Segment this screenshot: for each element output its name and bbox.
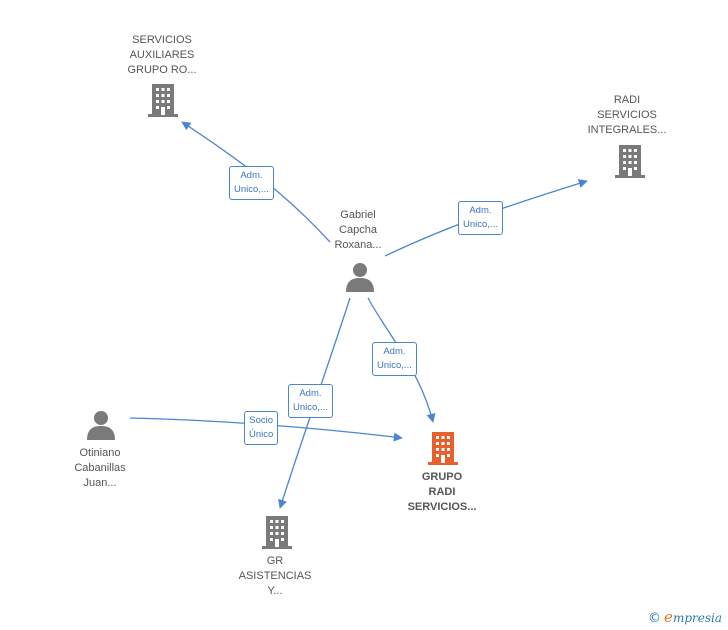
building-icon[interactable] bbox=[262, 516, 292, 549]
edge-label-adm-unico[interactable]: Adm. Unico,... bbox=[372, 342, 417, 376]
node-label-gabriel[interactable]: Gabriel Capcha Roxana... bbox=[334, 209, 382, 251]
edge-label-socio-unico[interactable]: Socio Único bbox=[244, 411, 279, 445]
edge-label-adm-unico[interactable]: Adm. Unico,... bbox=[458, 201, 503, 235]
node-label-gr-asistencias[interactable]: GR ASISTENCIAS Y... bbox=[238, 555, 312, 597]
building-icon[interactable] bbox=[148, 84, 178, 117]
person-icon[interactable] bbox=[346, 263, 374, 292]
building-icon-main[interactable] bbox=[428, 432, 458, 465]
brand-name: mpresia bbox=[672, 611, 722, 625]
node-label-grupo-radi[interactable]: GRUPO RADI SERVICIOS... bbox=[407, 471, 477, 513]
copyright-icon: © bbox=[648, 611, 662, 626]
node-label-radi-servicios-integrales[interactable]: RADI SERVICIOS INTEGRALES... bbox=[587, 94, 667, 136]
brand-letter: e bbox=[664, 608, 673, 626]
node-label-servicios-auxiliares[interactable]: SERVICIOS AUXILIARES GRUPO RO... bbox=[127, 34, 197, 76]
brand-logo: ©empresia bbox=[648, 608, 722, 626]
node-label-otiniano[interactable]: Otiniano Cabanillas Juan... bbox=[74, 447, 126, 489]
edge-label-adm-unico[interactable]: Adm. Unico,... bbox=[229, 166, 274, 200]
building-icon[interactable] bbox=[615, 145, 645, 178]
edge-gabriel-servicios-auxiliares bbox=[181, 121, 331, 243]
person-icon[interactable] bbox=[87, 411, 115, 440]
edge-label-adm-unico[interactable]: Adm. Unico,... bbox=[288, 384, 333, 418]
